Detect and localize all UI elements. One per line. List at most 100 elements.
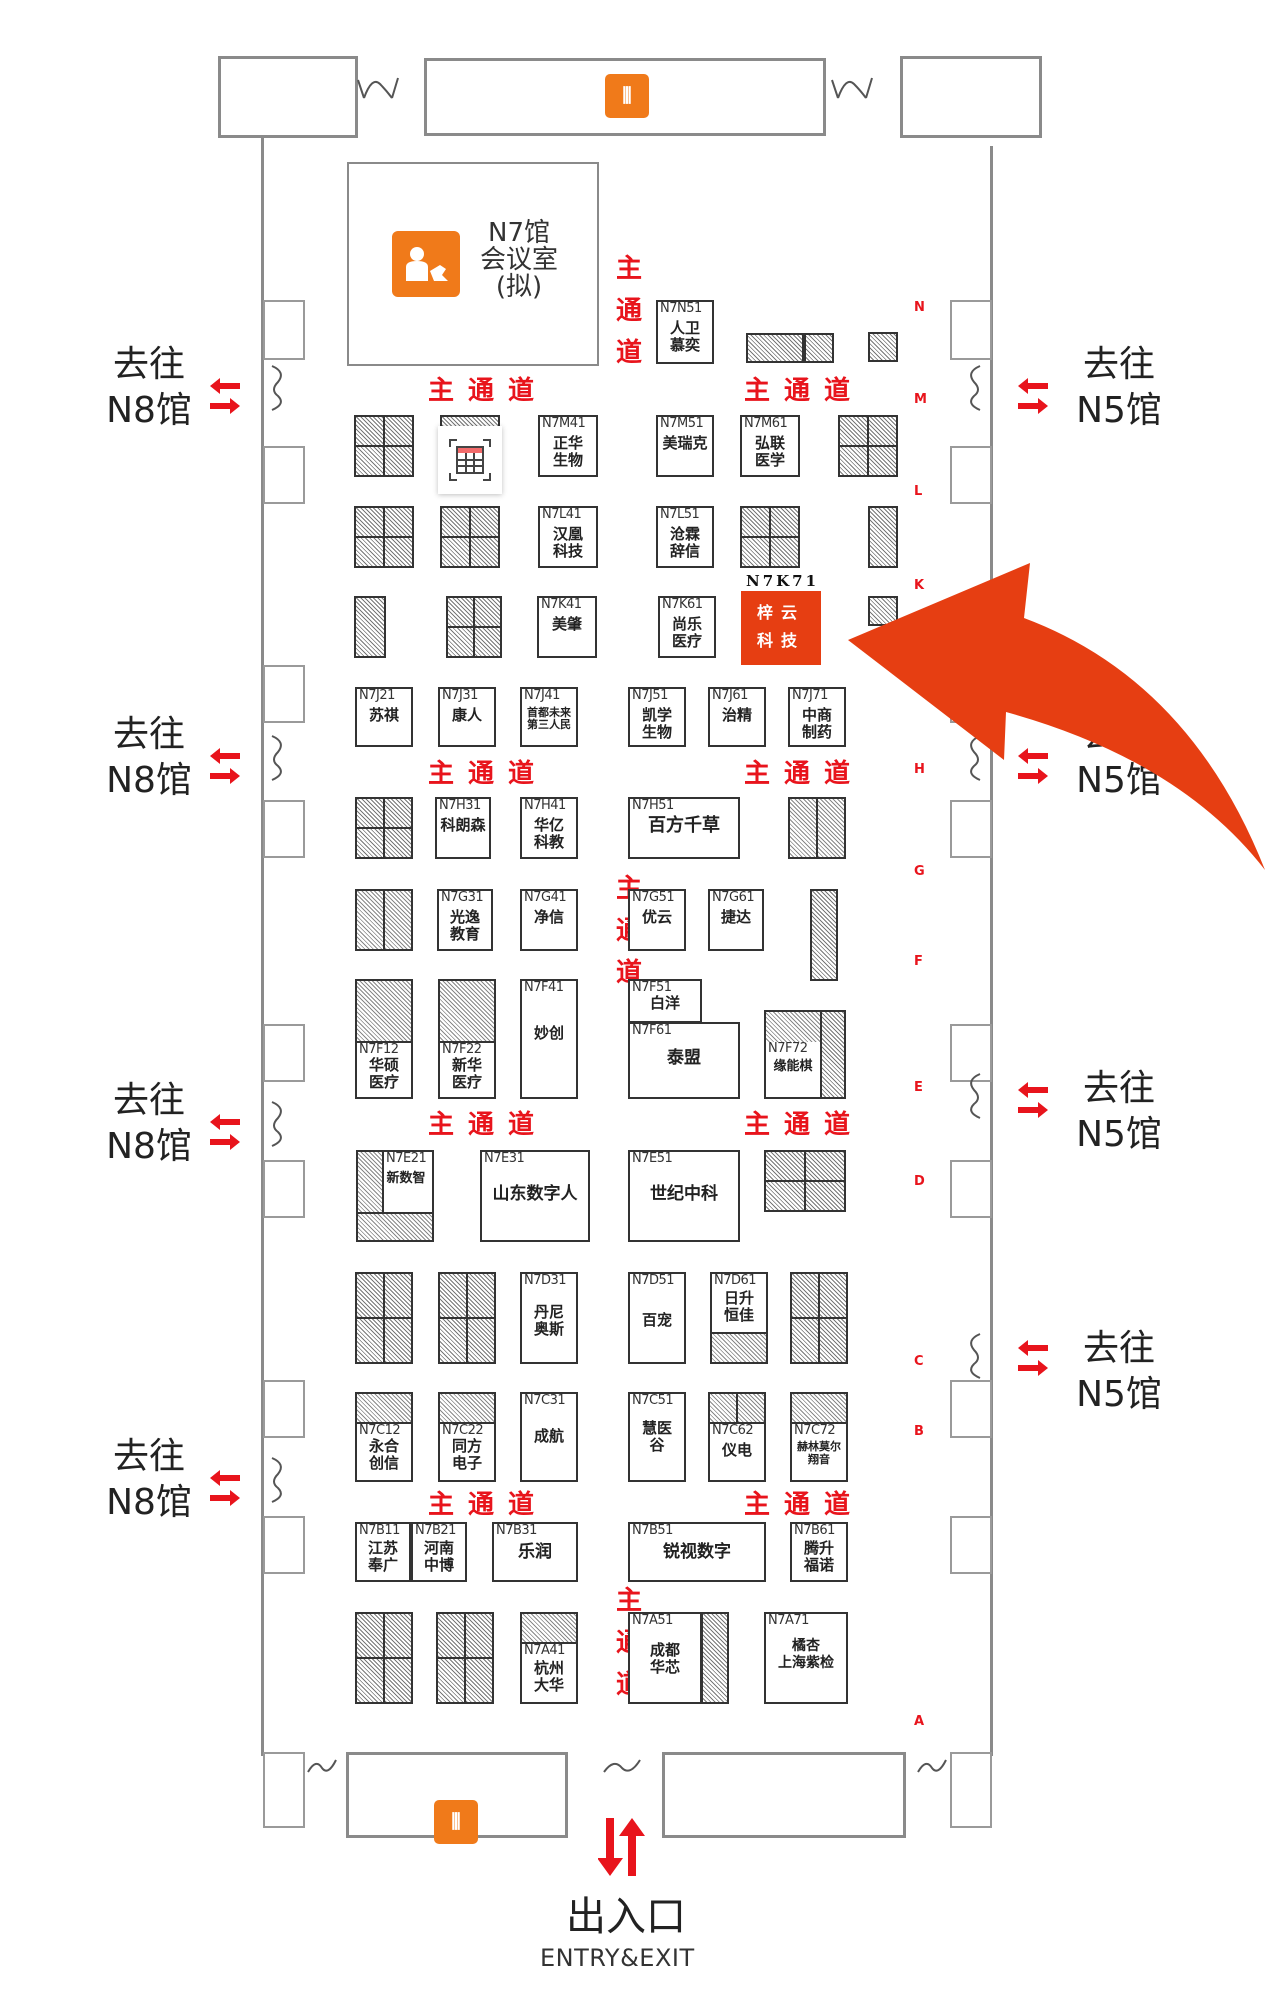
door-icon bbox=[970, 1333, 981, 1379]
two-way-arrow-icon bbox=[1018, 748, 1048, 784]
booth-N7L51[interactable]: N7L51 沧霖 辞信 bbox=[656, 506, 714, 568]
calculator-button[interactable] bbox=[438, 426, 502, 494]
booth-N7L41[interactable]: N7L41 汉凰 科技 bbox=[538, 506, 598, 568]
row-letter: F bbox=[914, 954, 923, 969]
booth-N7B11[interactable]: N7B11 江苏 奉广 bbox=[355, 1522, 411, 1582]
booth-cluster[interactable] bbox=[740, 506, 800, 568]
booth-N7J21[interactable]: N7J21 苏祺 bbox=[355, 687, 413, 747]
booth-N7M51[interactable]: N7M51 美瑞克 bbox=[656, 415, 714, 477]
booth-cluster[interactable] bbox=[438, 1272, 496, 1364]
row-letter: B bbox=[914, 1424, 924, 1439]
booth-N7J31[interactable]: N7J31 康人 bbox=[438, 687, 496, 747]
booth-N7B61[interactable]: N7B61 腾升 福诺 bbox=[790, 1522, 848, 1582]
booth-small[interactable] bbox=[868, 332, 898, 362]
row-letter: H bbox=[914, 762, 925, 777]
left-alcove bbox=[263, 1380, 305, 1438]
booth-N7G51[interactable]: N7G51 优云 bbox=[628, 889, 686, 951]
link-to-n8[interactable]: 去往 N8馆 bbox=[106, 714, 192, 801]
booth-N7C12[interactable]: N7C12 永合 创信 bbox=[355, 1392, 413, 1482]
booth-N7C51[interactable]: N7C51 慧医 谷 bbox=[628, 1392, 686, 1482]
booth-N7C31[interactable]: N7C31 成航 bbox=[520, 1392, 578, 1482]
booth-N7F41[interactable]: N7F41 妙创 bbox=[520, 979, 578, 1099]
door-icon bbox=[970, 735, 981, 781]
booth-cluster[interactable] bbox=[764, 1150, 846, 1212]
left-alcove bbox=[263, 1516, 305, 1574]
booth-N7F72[interactable]: N7F72 缘能棋 bbox=[764, 1010, 822, 1099]
booth-N7J61[interactable]: N7J61 治精 bbox=[708, 687, 766, 747]
link-to-n5[interactable]: 去往 N5馆 bbox=[1076, 344, 1162, 431]
booth-N7F61[interactable]: N7F61 泰盟 bbox=[628, 1022, 740, 1099]
link-to-n5[interactable]: 去往 N5馆 bbox=[1076, 1068, 1162, 1155]
booth-cluster[interactable] bbox=[354, 596, 386, 658]
booth-N7G31[interactable]: N7G31 光逸 教育 bbox=[437, 889, 493, 951]
booth-cluster[interactable] bbox=[354, 506, 414, 568]
booth-N7J51[interactable]: N7J51 凯学 生物 bbox=[628, 687, 686, 747]
booth-cluster[interactable] bbox=[440, 506, 500, 568]
booth-N7B21[interactable]: N7B21 河南 中博 bbox=[411, 1522, 467, 1582]
booth-small[interactable] bbox=[804, 333, 834, 363]
two-way-arrow-icon bbox=[210, 1114, 240, 1150]
booth-cluster[interactable] bbox=[868, 506, 898, 568]
booth-N7A51[interactable]: N7A51 成都 华芯 bbox=[628, 1612, 702, 1704]
booth-N7B31[interactable]: N7B31 乐润 bbox=[492, 1522, 578, 1582]
booth-N7N61[interactable] bbox=[746, 333, 804, 363]
booth-cluster[interactable] bbox=[810, 889, 838, 981]
meeting-room[interactable]: N7馆 会议室 (拟) bbox=[347, 162, 599, 366]
booth-cluster[interactable] bbox=[701, 1612, 729, 1704]
booth-N7M41[interactable]: N7M41 正华 生物 bbox=[538, 415, 598, 477]
link-to-n8[interactable]: 去往 N8馆 bbox=[106, 344, 192, 431]
left-alcove bbox=[263, 446, 305, 504]
main-aisle-label: 主通道 bbox=[744, 376, 865, 406]
booth-N7K74[interactable] bbox=[868, 596, 898, 626]
link-to-n8[interactable]: 去往 N8馆 bbox=[106, 1080, 192, 1167]
entry-exit-label-en: ENTRY&EXIT bbox=[540, 1944, 695, 1972]
booth-N7F51[interactable]: N7F51 白洋 bbox=[628, 979, 702, 1023]
booth-N7C22[interactable]: N7C22 同方 电子 bbox=[438, 1392, 496, 1482]
booth-N7C72[interactable]: N7C72 赫林莫尔 翔音 bbox=[790, 1392, 848, 1482]
booth-N7H51[interactable]: N7H51 百方千草 bbox=[628, 797, 740, 859]
booth-N7D61[interactable]: N7D61 日升 恒佳 bbox=[710, 1272, 768, 1364]
booth-cluster[interactable] bbox=[355, 889, 413, 951]
booth-N7N51[interactable]: N7N51 人卫 慕奕 bbox=[656, 300, 714, 364]
booth-N7E21[interactable]: N7E21 新数智 bbox=[356, 1150, 434, 1242]
booth-N7K41[interactable]: N7K41 美肇 bbox=[537, 596, 597, 658]
booth-N7F22[interactable]: N7F22 新华 医疗 bbox=[438, 979, 496, 1099]
booth-N7K61[interactable]: N7K61 尚乐 医疗 bbox=[658, 596, 716, 658]
booth-cluster[interactable] bbox=[354, 415, 414, 477]
booth-N7F12[interactable]: N7F12 华硕 医疗 bbox=[355, 979, 413, 1099]
entry-exit-arrows bbox=[598, 1818, 645, 1876]
booth-N7M61[interactable]: N7M61 弘联 医学 bbox=[740, 415, 800, 477]
link-to-n8[interactable]: 去往 N8馆 bbox=[106, 1436, 192, 1523]
two-way-arrow-icon bbox=[210, 748, 240, 784]
booth-N7K71-highlighted[interactable]: 梓云 科技 bbox=[741, 591, 821, 665]
booth-N7C62[interactable]: N7C62 仪电 bbox=[708, 1392, 766, 1482]
booth-cluster[interactable] bbox=[788, 797, 846, 859]
booth-cluster[interactable] bbox=[355, 1272, 413, 1364]
top-left-room bbox=[218, 56, 358, 138]
booth-cluster[interactable] bbox=[790, 1272, 848, 1364]
link-to-n5[interactable]: 去往 N5馆 bbox=[1076, 714, 1162, 801]
booth-N7H31[interactable]: N7H31 科朗森 bbox=[435, 797, 491, 859]
link-to-n5[interactable]: 去往 N5馆 bbox=[1076, 1328, 1162, 1415]
main-aisle-label: 主通道 bbox=[428, 759, 549, 789]
booth-N7J71[interactable]: N7J71 中商 制药 bbox=[788, 687, 846, 747]
booth-cluster[interactable] bbox=[436, 1612, 494, 1704]
booth-N7D31[interactable]: N7D31 丹尼 奥斯 bbox=[520, 1272, 578, 1364]
booth-N7A41[interactable]: N7A41 杭州 大华 bbox=[520, 1612, 578, 1704]
booth-cluster[interactable] bbox=[355, 797, 413, 859]
booth-N7D51[interactable]: N7D51 百宠 bbox=[628, 1272, 686, 1364]
booth-cluster[interactable] bbox=[838, 415, 898, 477]
booth-N7H41[interactable]: N7H41 华亿 科教 bbox=[520, 797, 578, 859]
booth-N7E31[interactable]: N7E31 山东数字人 bbox=[480, 1150, 590, 1242]
booth-N7A71[interactable]: N7A71 橘杏 上海紫检 bbox=[764, 1612, 848, 1704]
booth-cluster[interactable] bbox=[355, 1612, 413, 1704]
booth-N7G61[interactable]: N7G61 捷达 bbox=[708, 889, 764, 951]
two-way-arrow-icon bbox=[1018, 1340, 1048, 1376]
booth-N7E51[interactable]: N7E51 世纪中科 bbox=[628, 1150, 740, 1242]
booth-N7J41[interactable]: N7J41 首都未来 第三人民 bbox=[520, 687, 578, 747]
booth-N7G41[interactable]: N7G41 净信 bbox=[520, 889, 578, 951]
booth-N7F82[interactable] bbox=[820, 1010, 846, 1099]
booth-N7B51[interactable]: N7B51 锐视数字 bbox=[628, 1522, 766, 1582]
booth-cluster[interactable] bbox=[446, 596, 502, 658]
bottom-corner bbox=[263, 1752, 305, 1828]
